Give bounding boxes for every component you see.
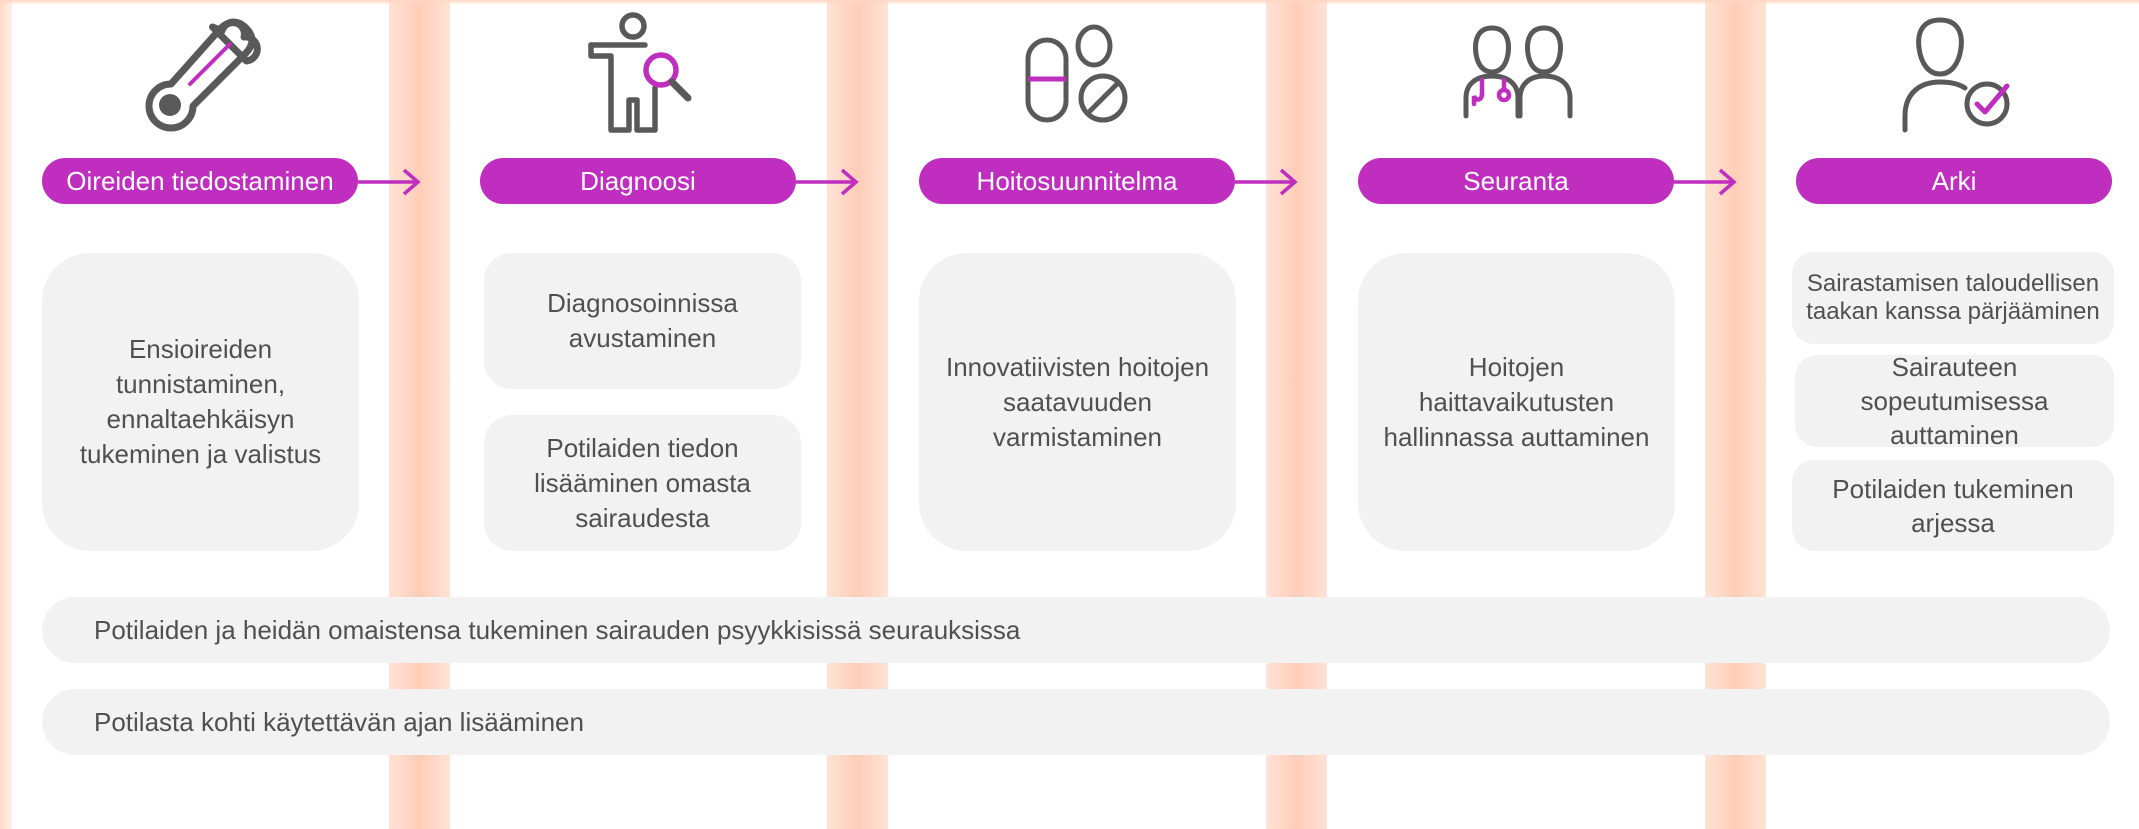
arrow-right-icon — [358, 167, 422, 197]
cross-cutting-band: Potilaiden ja heidän omaistensa tukemine… — [42, 597, 2110, 663]
stage-label: Arki — [1796, 158, 2112, 204]
arrow-right-icon — [796, 167, 860, 197]
stage-item-text: Innovatiivisten hoitojen saatavuuden var… — [945, 351, 1210, 452]
stage-item: Ensioireiden tunnistaminen, ennaltaehkäi… — [42, 253, 359, 551]
stage-item: Diagnosoinnissa avustaminen — [484, 253, 801, 389]
background-stripe — [0, 0, 12, 829]
stage-item-text: Potilaiden tiedon lisääminen omasta sair… — [534, 432, 751, 533]
top-edge-shade — [0, 0, 2139, 5]
arrow-right-icon — [1674, 167, 1738, 197]
thermometer-icon — [138, 18, 261, 133]
doctor-patient-icon — [1462, 24, 1574, 120]
stage-item: Potilaiden tiedon lisääminen omasta sair… — [484, 415, 801, 551]
stage-item: Sairastamisen taloudellisen taakan kanss… — [1792, 252, 2114, 344]
body-scan-magnifier-icon — [585, 12, 695, 134]
stage-item-text: Sairauteen sopeutumisessa auttaminen — [1860, 352, 2049, 450]
stage-item: Hoitojen haittavaikutusten hallinnassa a… — [1358, 253, 1675, 551]
stage-label: Hoitosuunnitelma — [919, 158, 1235, 204]
pills-icon — [1024, 24, 1130, 124]
cross-cutting-band: Potilasta kohti käytettävän ajan lisäämi… — [42, 689, 2110, 755]
stage-item-text: Sairastamisen taloudellisen taakan kanss… — [1806, 270, 2100, 325]
stage-item: Potilaiden tukeminen arjessa — [1792, 460, 2114, 551]
stage-item: Sairauteen sopeutumisessa auttaminen — [1795, 352, 2114, 450]
stage-item-text: Potilaiden tukeminen arjessa — [1832, 473, 2074, 538]
stage-item-text: Ensioireiden tunnistaminen, ennaltaehkäi… — [79, 334, 322, 469]
stage-item-text: Hoitojen haittavaikutusten hallinnassa a… — [1383, 351, 1650, 452]
stage-item-text: Diagnosoinnissa avustaminen — [547, 288, 738, 353]
stage-label: Diagnoosi — [480, 158, 796, 204]
stage-item: Innovatiivisten hoitojen saatavuuden var… — [919, 253, 1236, 551]
stage-label: Oireiden tiedostaminen — [42, 158, 358, 204]
person-check-icon — [1901, 16, 2013, 134]
arrow-right-icon — [1235, 167, 1299, 197]
stage-label: Seuranta — [1358, 158, 1674, 204]
